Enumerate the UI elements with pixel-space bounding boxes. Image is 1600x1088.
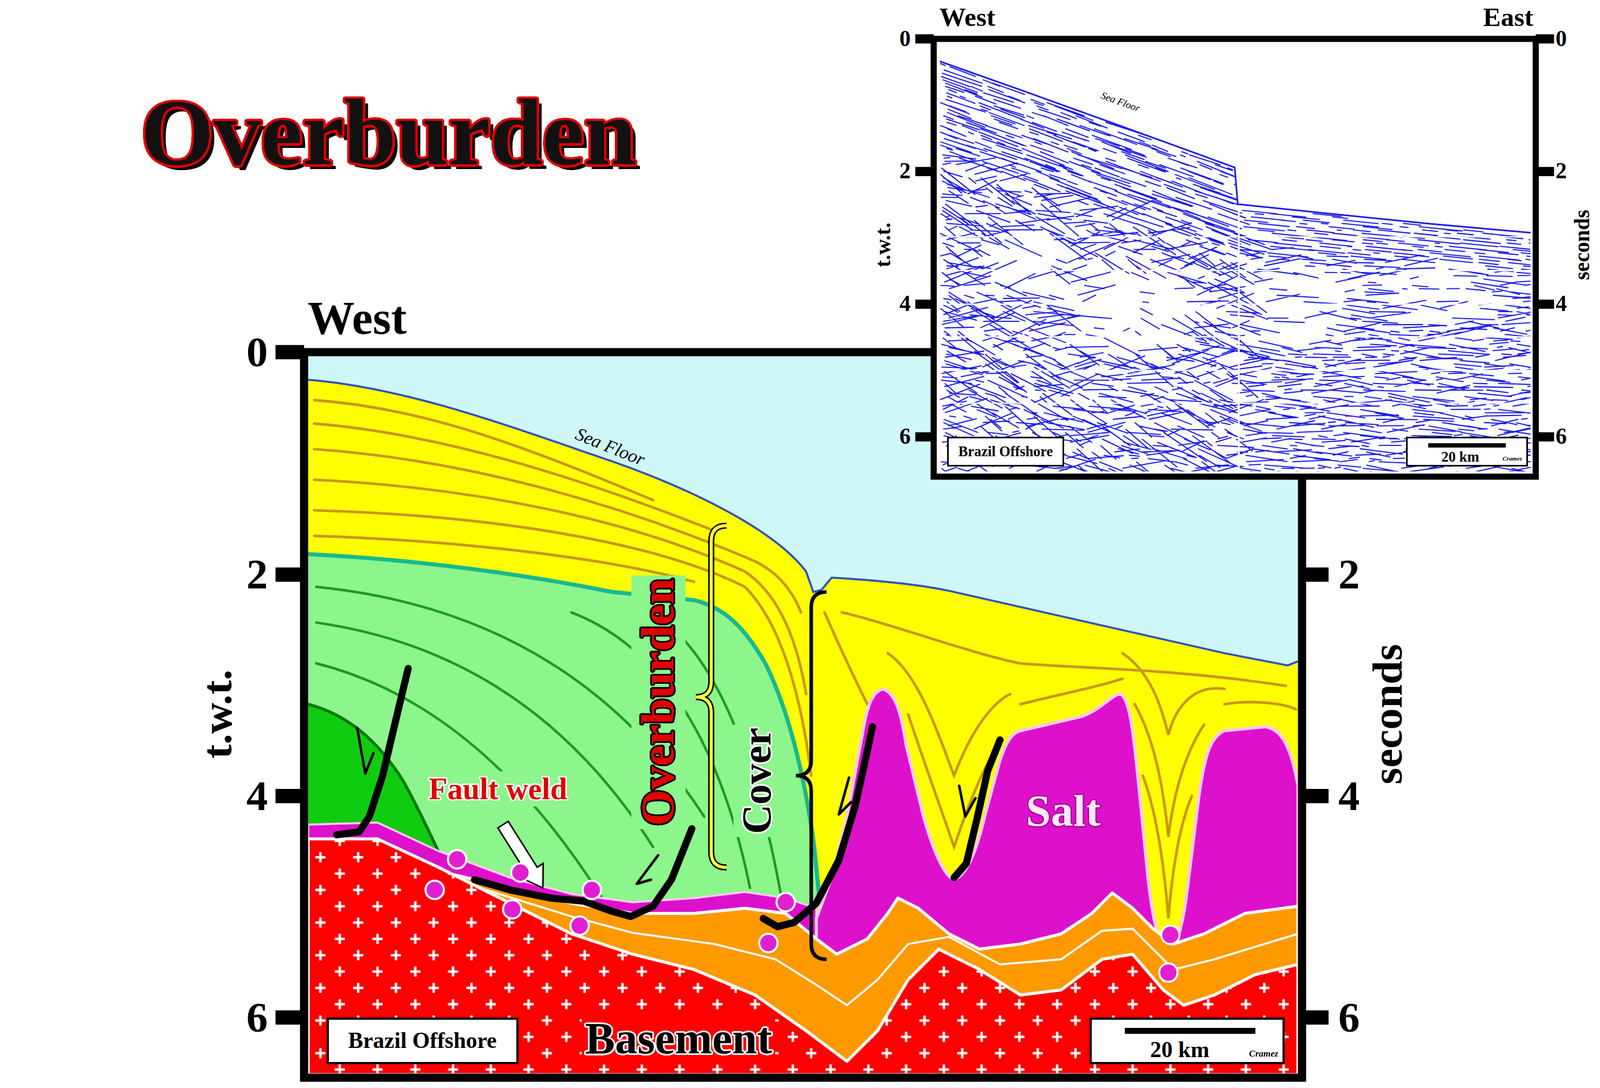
sea-floor-label: Sea Floor (1096, 88, 1145, 116)
axis-title: t.w.t. (192, 669, 243, 760)
overburden-label: Overburden (631, 574, 686, 829)
axis-number: 6 (246, 992, 269, 1042)
basement-label: Basement (581, 1013, 775, 1065)
seismic-gaps (940, 168, 1531, 472)
axis-number: 6 (1338, 992, 1360, 1042)
axis-number: 2 (1338, 549, 1360, 600)
axis-number: 0 (246, 327, 269, 377)
scale-bar (1124, 1027, 1256, 1034)
overburden-brace (695, 525, 727, 868)
seismic-reflections (940, 63, 1570, 492)
diagram-title: Overburden (140, 85, 637, 180)
direction-label: West (939, 2, 996, 33)
fault-weld-label: Fault weld (425, 771, 571, 807)
inset-ticks (915, 34, 1554, 442)
scale-length: 20 km (1441, 449, 1480, 465)
inset-sea-floor (940, 61, 1531, 233)
box-text: Brazil Offshore (958, 443, 1053, 460)
axis-number: 4 (1338, 771, 1360, 821)
author-credit: Cramez (1502, 455, 1522, 463)
direction-label: West (307, 291, 407, 346)
weld-dots (425, 850, 1180, 982)
box-text: Brazil Offshore (348, 1028, 497, 1054)
axis-number: 4 (899, 290, 911, 317)
basement (308, 838, 1299, 1074)
axis-number: 0 (899, 26, 911, 53)
young-sediments (308, 379, 1299, 1074)
scale-box: 20 km Cramez (1089, 1017, 1285, 1065)
axis-number: 4 (246, 771, 269, 821)
axis-number: 2 (1555, 158, 1567, 185)
axis-number: 6 (899, 423, 911, 450)
direction-label: East (1482, 2, 1533, 33)
author-credit: Cramez (1248, 1048, 1279, 1059)
cover-label: Cover (733, 724, 781, 838)
axis-number: 0 (1555, 26, 1567, 53)
axis-number: 6 (1555, 423, 1567, 450)
salt-label: Salt (1025, 785, 1101, 838)
scale-box: 20 km Cramez (1406, 436, 1528, 467)
axis-title: t.w.t. (871, 222, 896, 268)
axis-number: 2 (899, 158, 911, 185)
axis-title: seconds (1570, 209, 1595, 281)
scale-bar (1428, 443, 1506, 448)
weld-pointer (497, 821, 544, 889)
sea-floor-label: Sea Floor (569, 422, 651, 472)
basement-pattern (308, 838, 1299, 1074)
location-box: Brazil Offshore (326, 1017, 519, 1065)
axis-number: 2 (246, 549, 269, 600)
seismic-traces (940, 63, 1570, 492)
axis-number: 4 (1555, 290, 1567, 317)
overburden-brace-outline (695, 525, 727, 868)
cover-brace (795, 592, 827, 960)
scale-length: 20 km (1150, 1038, 1210, 1062)
axis-title: seconds (1363, 644, 1413, 785)
location-box: Brazil Offshore (947, 436, 1065, 467)
